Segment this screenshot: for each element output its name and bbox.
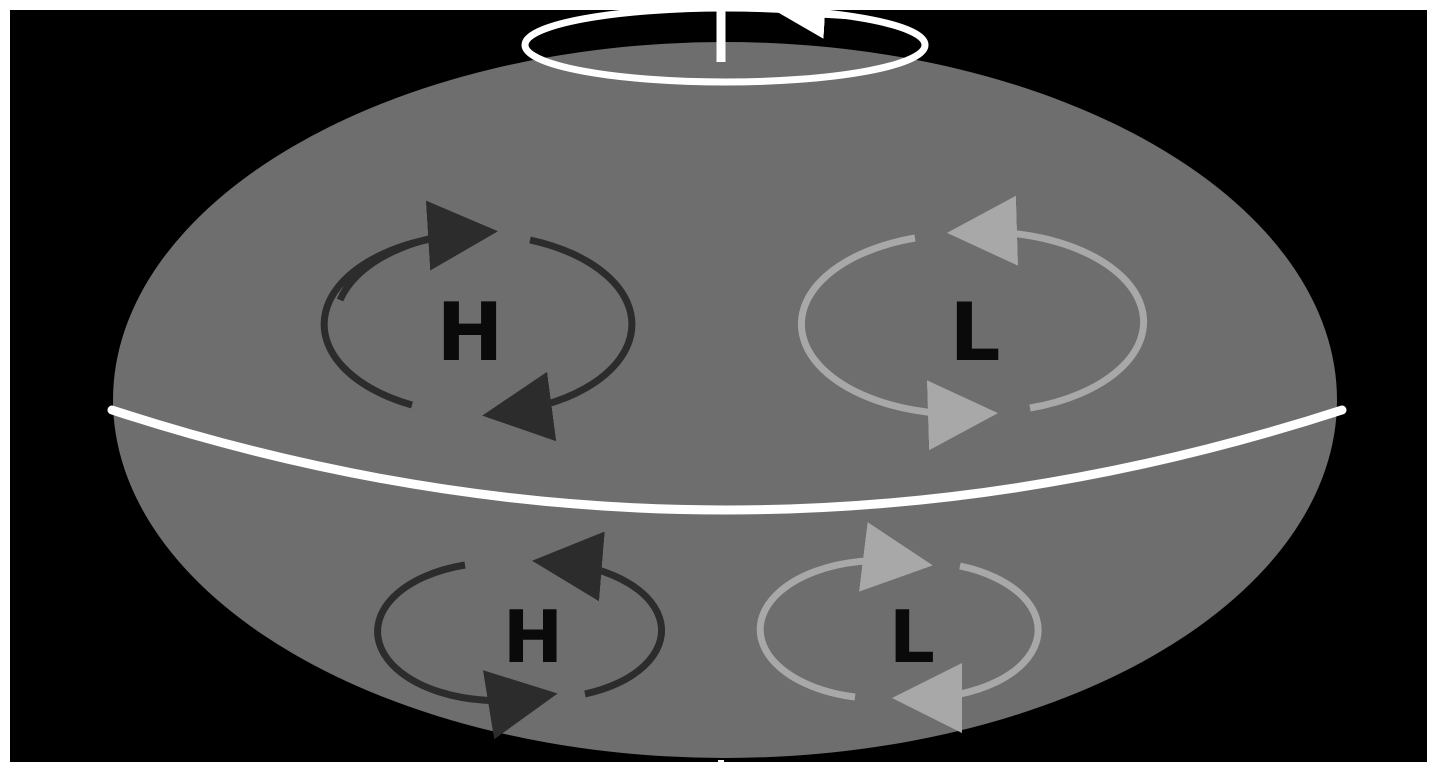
north-high-label: H bbox=[437, 286, 504, 379]
south-low-label: L bbox=[889, 595, 935, 679]
north-low-label: L bbox=[950, 286, 1001, 379]
south-high-label: H bbox=[503, 595, 563, 679]
rotation-arrow-icon bbox=[795, 13, 845, 16]
globe bbox=[113, 42, 1337, 758]
